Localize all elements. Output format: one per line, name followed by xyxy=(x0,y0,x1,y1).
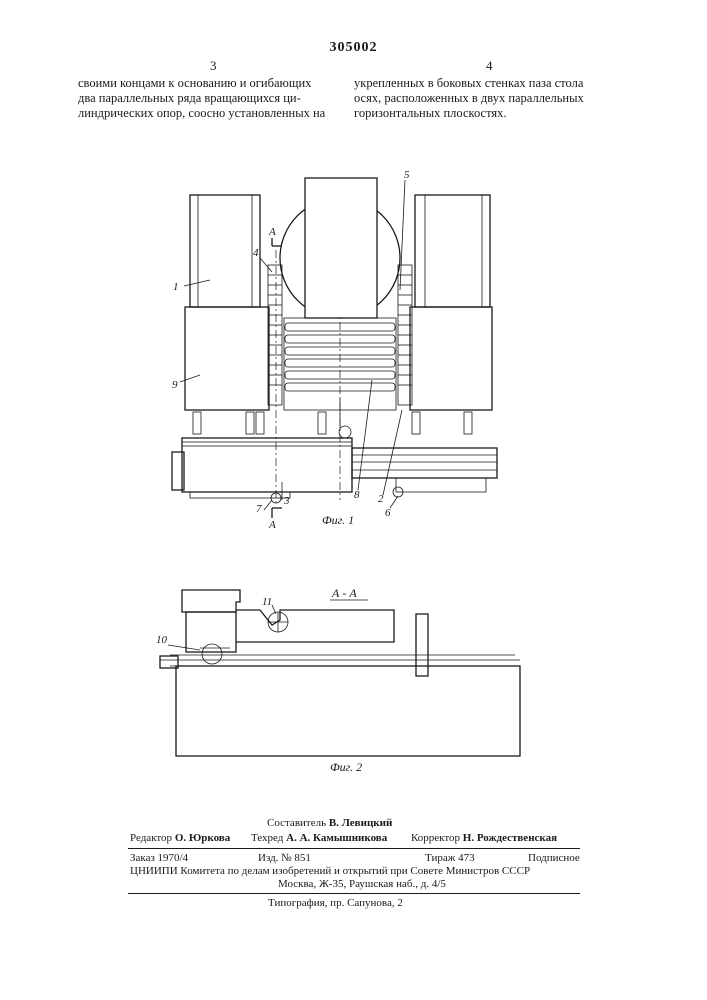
compiler-label: Составитель xyxy=(267,817,326,829)
label-5: 5 xyxy=(404,169,410,181)
label-10: 10 xyxy=(156,634,168,646)
printer-line: Типография, пр. Сапунова, 2 xyxy=(268,897,403,910)
techred-name: А. А. Камышникова xyxy=(286,832,387,844)
editor-line: Редактор О. Юркова xyxy=(130,832,230,845)
label-1: 1 xyxy=(173,281,179,293)
organization-line: ЦНИИПИ Комитета по делам изобретений и о… xyxy=(130,865,530,878)
editor-name: О. Юркова xyxy=(175,832,230,844)
right-column xyxy=(415,195,490,307)
label-11: 11 xyxy=(262,596,272,608)
clamp-body xyxy=(186,612,236,652)
table-body xyxy=(176,666,520,756)
address-line: Москва, Ж-35, Раушская наб., д. 4/5 xyxy=(278,878,446,891)
order-number: Заказ 1970/4 xyxy=(130,852,188,865)
figure-1-caption: Фиг. 1 xyxy=(322,513,354,527)
central-beam xyxy=(305,178,377,318)
arm xyxy=(236,610,394,642)
label-7: 7 xyxy=(256,503,262,515)
posts xyxy=(193,398,472,434)
clamp-head xyxy=(182,590,240,612)
footer-divider xyxy=(128,848,580,849)
upright-post xyxy=(416,614,428,676)
corrector-line: Корректор Н. Рождественская xyxy=(411,832,557,845)
label-3: 3 xyxy=(283,495,290,507)
figure-2-section-title: А - А xyxy=(331,586,357,600)
label-8: 8 xyxy=(354,489,360,501)
roller-10 xyxy=(202,644,222,664)
compiler-name: В. Левицкий xyxy=(329,817,392,829)
corrector-label: Корректор xyxy=(411,832,460,844)
small-wheel xyxy=(339,426,351,438)
label-2: 2 xyxy=(378,493,384,505)
techred-label: Техред xyxy=(251,832,283,844)
left-block-9 xyxy=(185,307,269,410)
techred-line: Техред А. А. Камышникова xyxy=(251,832,387,845)
editor-label: Редактор xyxy=(130,832,172,844)
label-4: 4 xyxy=(253,247,259,259)
table-rails xyxy=(352,448,497,478)
footer-divider-2 xyxy=(128,893,580,894)
cylinder-frame xyxy=(284,318,396,410)
left-column-1 xyxy=(190,195,260,307)
podpisnoe: Подписное xyxy=(528,852,580,865)
corrector-name: Н. Рождественская xyxy=(463,832,557,844)
izd-number: Изд. № 851 xyxy=(258,852,311,865)
left-support-ticks xyxy=(268,275,282,385)
label-9: 9 xyxy=(172,379,178,391)
figure-2-caption: Фиг. 2 xyxy=(330,760,362,774)
label-6: 6 xyxy=(385,507,391,519)
section-label-a-top: А xyxy=(268,226,276,238)
section-label-a-bottom: А xyxy=(268,519,276,531)
tirazh: Тираж 473 xyxy=(425,852,475,865)
right-block xyxy=(410,307,492,410)
compiler-line: Составитель В. Левицкий xyxy=(267,817,392,830)
